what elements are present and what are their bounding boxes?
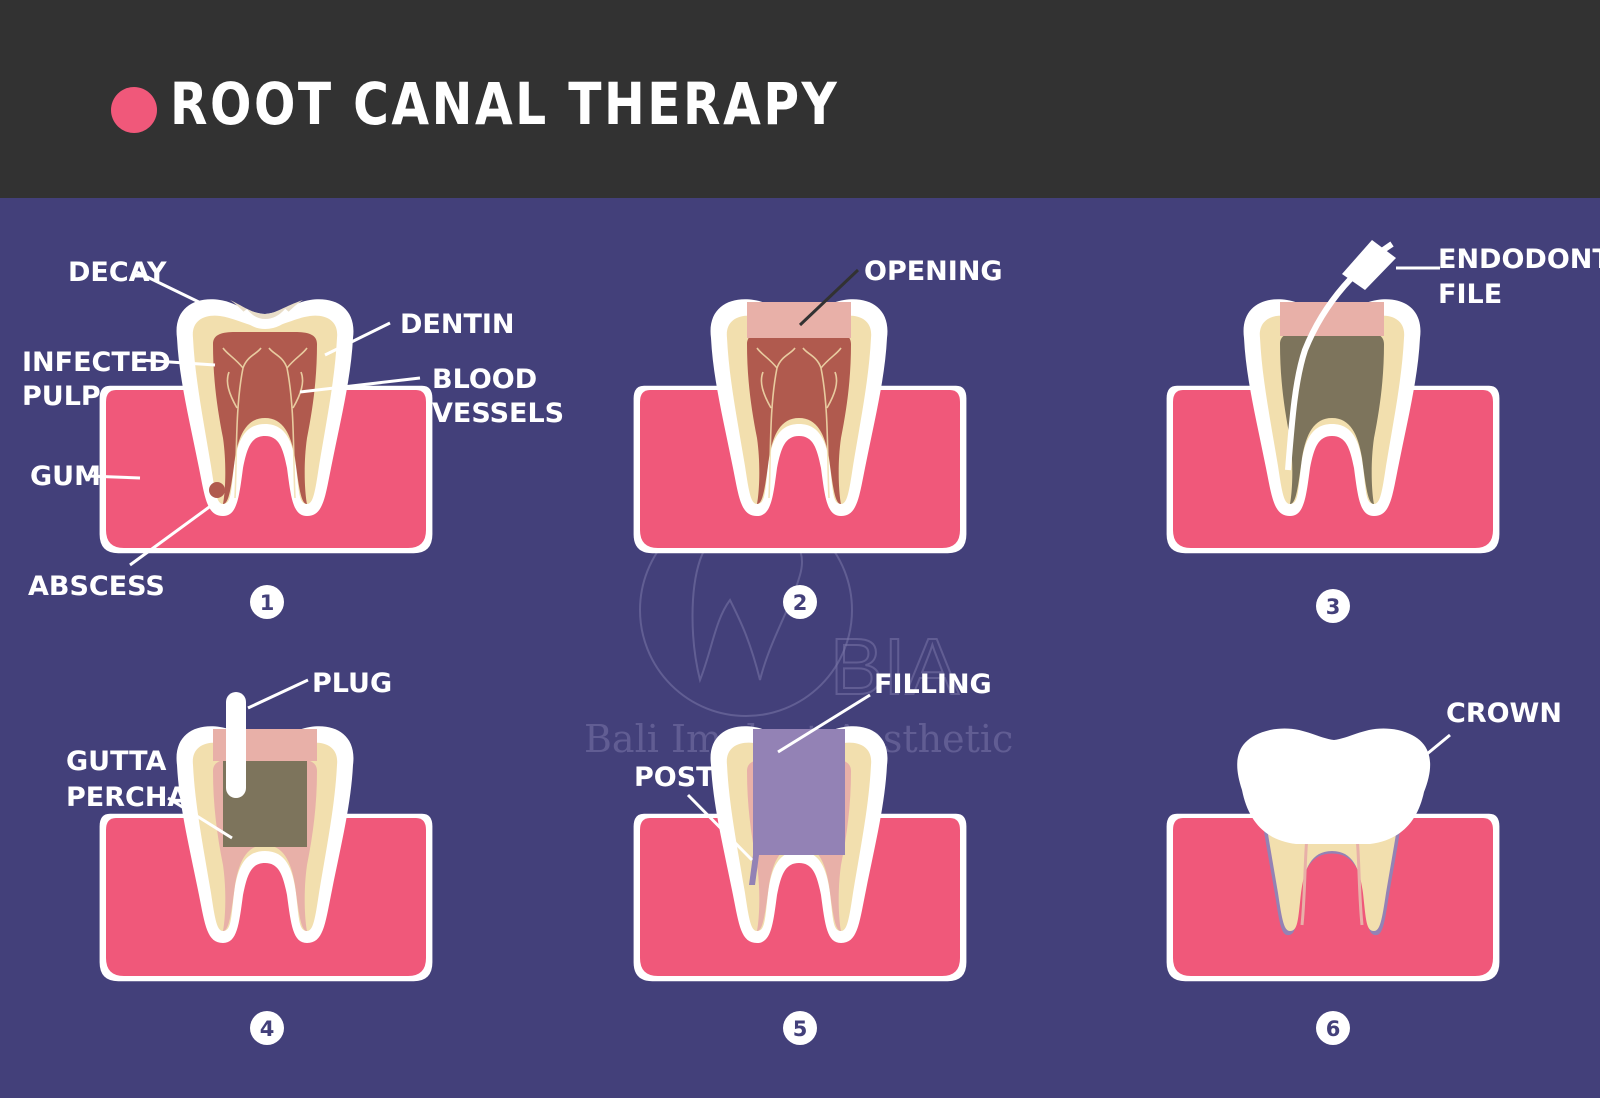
tooth-3 xyxy=(1243,299,1421,516)
step-3-number: 3 xyxy=(1326,595,1341,619)
label-endodontic: ENDODONTIC xyxy=(1438,244,1600,275)
opening-leader xyxy=(798,268,860,327)
label-gum: GUM xyxy=(30,461,101,492)
label-plug: PLUG xyxy=(312,668,392,699)
step-4: PLUG GUTTA PERCHA 4 xyxy=(66,668,433,1045)
label-filling: FILLING xyxy=(874,669,992,700)
step-1: DECAY INFECTED PULP GUM ABSCESS DENTIN B… xyxy=(22,257,564,619)
step-5-number: 5 xyxy=(793,1017,808,1041)
step-1-badge xyxy=(250,585,284,619)
crown-icon xyxy=(1237,728,1431,844)
step-5: FILLING POST 5 xyxy=(633,669,992,1045)
label-infected: INFECTED xyxy=(22,347,171,378)
step-6-number: 6 xyxy=(1326,1017,1341,1041)
step-6: CROWN 6 xyxy=(1166,698,1562,1045)
label-percha: PERCHA xyxy=(66,782,188,813)
label-file: FILE xyxy=(1438,279,1502,310)
plug-leader xyxy=(247,678,309,710)
step-1-number: 1 xyxy=(260,591,275,615)
tooth-5 xyxy=(710,726,888,943)
filling-area xyxy=(753,729,845,855)
label-abscess: ABSCESS xyxy=(28,571,165,602)
decay-leader xyxy=(136,270,206,307)
label-post: POST xyxy=(634,762,715,793)
header-bar: ROOT CANAL THERAPY xyxy=(0,0,1600,198)
opening-area xyxy=(747,302,851,338)
step-4-number: 4 xyxy=(260,1017,275,1041)
step-3: ENDODONTIC FILE 3 xyxy=(1166,240,1600,623)
step-2-number: 2 xyxy=(793,591,808,615)
title-bullet-icon xyxy=(111,87,157,133)
step-2-badge xyxy=(783,585,817,619)
watermark-logo: BIA xyxy=(830,622,960,711)
step-4-badge xyxy=(250,1011,284,1045)
label-gutta: GUTTA xyxy=(66,746,166,777)
label-crown: CROWN xyxy=(1446,698,1562,729)
blood-vessels-leader xyxy=(299,376,421,394)
label-vessels: VESSELS xyxy=(432,398,564,429)
plug-icon xyxy=(226,692,246,798)
crown-leader xyxy=(1409,733,1451,770)
page-title: ROOT CANAL THERAPY xyxy=(170,70,840,138)
file-handle xyxy=(1342,240,1396,290)
abscess-leader xyxy=(129,503,213,567)
filling-leader xyxy=(777,693,871,754)
gutta-leader xyxy=(167,796,233,840)
tooth-2 xyxy=(710,299,888,516)
label-opening: OPENING xyxy=(864,256,1003,287)
post-leader xyxy=(686,793,754,862)
step-2: OPENING 2 xyxy=(633,256,1003,619)
label-pulp: PULP xyxy=(22,381,101,412)
tooth-1 xyxy=(176,299,354,516)
step-5-badge xyxy=(783,1011,817,1045)
label-decay: DECAY xyxy=(68,257,167,288)
step-6-badge xyxy=(1316,1011,1350,1045)
step-3-badge xyxy=(1316,589,1350,623)
post-area xyxy=(749,855,759,885)
label-dentin: DENTIN xyxy=(400,309,515,340)
gum-leader xyxy=(87,474,141,480)
infected-pulp-leader xyxy=(139,358,216,367)
dentin-leader xyxy=(324,321,391,357)
label-blood: BLOOD xyxy=(432,364,537,395)
